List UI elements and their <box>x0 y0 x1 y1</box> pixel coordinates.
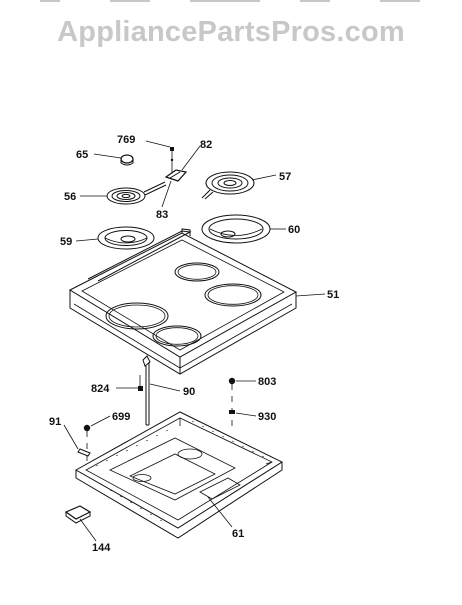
part-824-clip <box>138 375 143 391</box>
label-824: 824 <box>91 383 110 395</box>
label-51: 51 <box>327 289 339 301</box>
label-91: 91 <box>49 416 61 428</box>
part-59-drip-pan-small <box>97 226 155 250</box>
part-82-receptacle <box>164 169 188 182</box>
part-144-bracket <box>64 505 92 524</box>
label-59: 59 <box>60 236 72 248</box>
part-930-spacer <box>229 410 235 414</box>
part-51-cooktop <box>68 228 298 375</box>
label-90: 90 <box>183 386 195 398</box>
part-769-terminal <box>170 147 174 176</box>
leader-lines <box>63 140 326 542</box>
label-60: 60 <box>288 224 300 236</box>
part-61-burner-box <box>74 411 284 539</box>
label-56: 56 <box>64 191 76 203</box>
label-699: 699 <box>112 411 130 423</box>
part-699-screw <box>83 424 91 461</box>
label-65: 65 <box>76 149 88 161</box>
part-65-knob <box>120 154 134 166</box>
watermark-logo: AppliancePartsPros.com <box>57 16 405 48</box>
part-57-surface-element-large <box>201 171 255 200</box>
part-91-clip <box>77 448 91 457</box>
label-144: 144 <box>92 542 111 554</box>
part-803-screw <box>228 377 236 426</box>
label-61: 61 <box>232 528 244 540</box>
label-83: 83 <box>156 209 168 221</box>
label-930: 930 <box>258 411 276 423</box>
label-803: 803 <box>258 376 276 388</box>
label-769: 769 <box>117 134 135 146</box>
part-labels: 769 82 65 56 83 57 59 60 51 824 90 803 9… <box>49 134 339 554</box>
part-90-support-rod <box>142 355 151 426</box>
label-82: 82 <box>200 139 212 151</box>
part-56-surface-element-small <box>106 181 167 205</box>
label-57: 57 <box>279 171 291 183</box>
part-60-drip-pan-large <box>201 214 271 244</box>
